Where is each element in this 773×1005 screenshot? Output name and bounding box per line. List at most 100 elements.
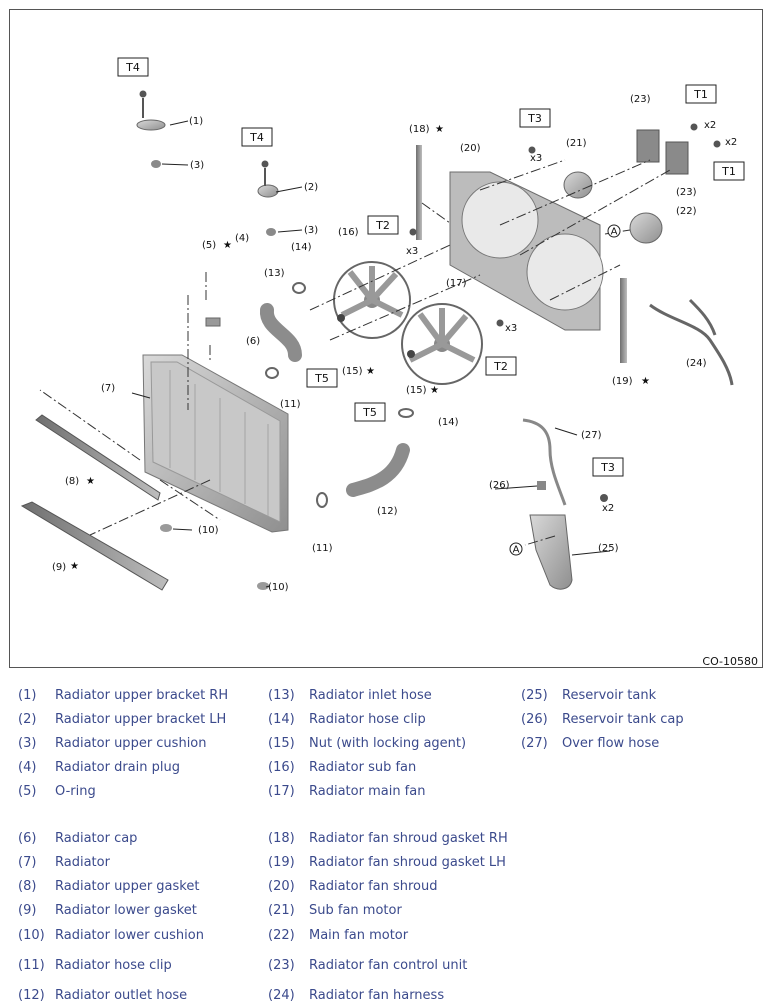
callout-label: (27) [581,430,602,441]
legend-number: (11) [18,958,45,973]
callout-label: (22) [676,206,697,217]
legend-number: (1) [18,688,37,703]
callout-label: (13) [264,268,285,279]
cushion-part [266,228,276,236]
legend-number: (6) [18,831,37,846]
legend-part-name: Radiator cap [55,831,138,846]
connector-mark: A [611,227,618,238]
assembly-lines [39,159,671,546]
callout-label: (7) [101,383,115,394]
legend-number: (5) [18,784,37,799]
star-mark: ★ [366,366,375,377]
bolt-icon [139,90,147,98]
torque-label-box [367,215,399,235]
shroud-gasket-lh-part [620,278,627,363]
hose-clip-part [398,408,414,418]
multiplier-label: x3 [505,323,517,334]
legend-number: (15) [268,736,295,751]
torque-label-box [519,108,551,128]
connector-mark: A [513,545,520,556]
torque-label: T5 [314,372,329,385]
legend-part-name: Radiator [55,855,110,870]
callout-label: (14) [291,242,312,253]
legend-number: (3) [18,736,37,751]
legend-number: (16) [268,760,295,775]
torque-label: T2 [375,219,390,232]
multiplier-label: x3 [406,246,418,257]
legend-part-name: Radiator upper cushion [55,736,207,751]
callout-label: (19) [612,376,633,387]
cushion-part [151,160,161,168]
cushion-part [160,524,172,532]
callout-label: (26) [489,480,510,491]
legend-part-name: Radiator upper bracket RH [55,688,229,703]
star-mark: ★ [641,376,650,387]
legend-part-name: Over flow hose [562,736,660,751]
main-fan-part [401,303,483,385]
leader-line [571,550,611,556]
callout-label: (6) [246,336,260,347]
legend-part-name: Radiator fan shroud gasket RH [309,831,508,846]
hose-clip-part [265,367,279,379]
outlet-hose-part [346,443,410,497]
legend-part-name: Reservoir tank [562,688,657,703]
legend-number: (22) [268,928,295,943]
fan-control-unit-part [665,141,689,175]
sub-fan-motor-part [563,171,593,199]
torque-label: T5 [362,406,377,419]
leader-line [494,485,538,490]
legend-number: (2) [18,712,37,727]
leader-line [169,120,189,126]
legend-part-name: Radiator upper gasket [55,879,200,894]
legend: (1) Radiator upper bracket RH (2) Radiator … [0,674,773,1005]
bracket-rh-part [136,119,166,131]
callout-label: (2) [304,182,318,193]
callout-label: (18) [409,124,430,135]
sub-fan-part [333,261,411,339]
legend-part-name: Radiator drain plug [55,760,180,775]
legend-number: (19) [268,855,295,870]
bolt-icon [496,319,504,327]
star-mark: ★ [86,476,95,487]
torque-label-box [592,457,624,477]
torque-label: T1 [721,165,736,178]
torque-label-box [354,402,386,422]
callout-label: (21) [566,138,587,149]
leader-line [554,427,578,436]
legend-part-name: Sub fan motor [309,903,402,918]
callout-label: (11) [312,543,333,554]
callout-label: (14) [438,417,459,428]
legend-number: (9) [18,903,37,918]
connector-mark-circle [607,224,621,238]
radiator-part [142,354,289,533]
fan-shroud-part [449,171,604,331]
bolt-icon [600,494,608,502]
legend-number: (24) [268,988,295,1003]
torque-label: T4 [249,131,264,144]
legend-number: (27) [521,736,548,751]
torque-label: T3 [527,112,542,125]
legend-number: (21) [268,903,295,918]
legend-part-name: Radiator fan control unit [309,958,468,973]
shroud-gasket-rh-part [416,145,422,240]
callout-label: (11) [280,399,301,410]
leader-line [172,528,193,531]
radiator-cap-part [205,317,221,327]
legend-part-name: Radiator fan shroud gasket LH [309,855,506,870]
legend-part-name: Nut (with locking agent) [309,736,467,751]
fan-control-unit-part [636,129,660,163]
callout-label: (24) [686,358,707,369]
legend-number: (26) [521,712,548,727]
callout-label: (16) [338,227,359,238]
legend-number: (13) [268,688,295,703]
leader-line [161,163,189,166]
legend-part-name: Radiator fan harness [309,988,445,1003]
cushion-part [257,582,269,590]
legend-part-name: Radiator hose clip [309,712,426,727]
legend-part-name: Radiator fan shroud [309,879,438,894]
torque-label-box [241,127,273,147]
bolt-icon [713,140,721,148]
legend-number: (25) [521,688,548,703]
legend-number: (17) [268,784,295,799]
